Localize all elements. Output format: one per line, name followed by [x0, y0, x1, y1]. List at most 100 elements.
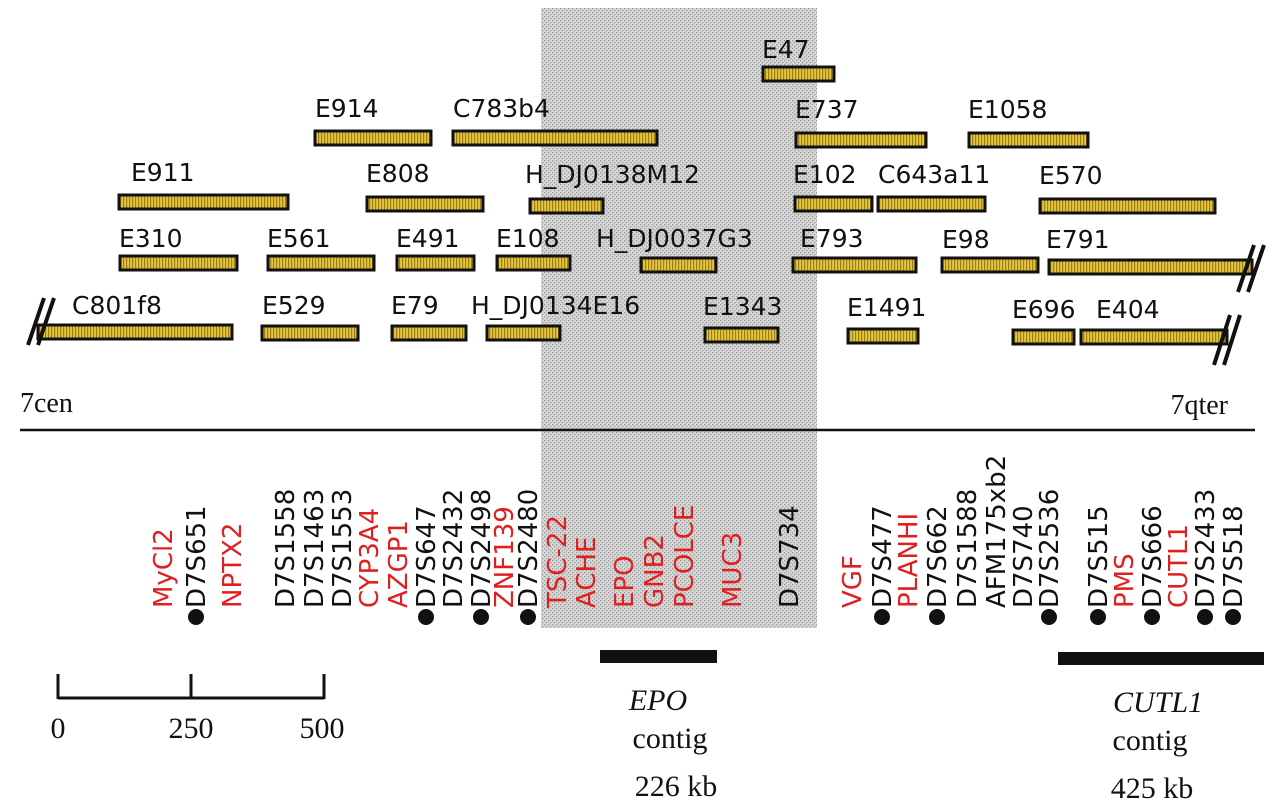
marker-label-vgf: VGF [838, 555, 868, 608]
clone-label: E47 [762, 35, 810, 64]
clone-label: E808 [366, 159, 430, 188]
marker-label-d7s2480: D7S2480 [514, 489, 544, 608]
clone-bar [260, 324, 360, 342]
highlight-region [541, 8, 817, 628]
clone-bar [118, 254, 239, 272]
marker-dot-d7s647 [418, 609, 434, 625]
clone-bar [395, 254, 476, 272]
clone-bar [940, 256, 1040, 274]
clone-bar [794, 131, 928, 149]
marker-label-nptx2: NPTX2 [218, 523, 248, 608]
scale-tick-0: 0 [51, 712, 66, 745]
clone-e561: E561 [266, 224, 376, 272]
marker-label-pms: PMS [1110, 553, 1140, 608]
clone-e911: E911 [117, 158, 290, 211]
clone-label: E1491 [847, 293, 926, 322]
clone-label: E737 [795, 95, 859, 124]
marker-dot-d7s662 [929, 609, 945, 625]
clone-bar [846, 327, 920, 345]
epo-contig-name: EPO [628, 684, 687, 717]
clone-label: E404 [1096, 295, 1160, 324]
clone-label: E529 [262, 291, 326, 320]
scale-tick-250: 250 [169, 712, 214, 745]
cen-label: 7cen [20, 388, 73, 419]
clone-e1491: E1491 [846, 293, 926, 345]
marker-label-d7s1588: D7S1588 [953, 489, 983, 608]
marker-dot-d7s2433 [1197, 609, 1213, 625]
clone-h-dj0134e16: H_DJ0134E16 [471, 291, 640, 342]
marker-label-znf139: ZNF139 [490, 506, 520, 608]
clone-h-dj0037g3: H_DJ0037G3 [596, 224, 753, 274]
clone-bar [761, 65, 836, 83]
marker-label-afm175xb2: AFM175xb2 [982, 455, 1012, 608]
clone-c801f8: C801f8 [36, 291, 234, 341]
clone-bar [495, 254, 572, 272]
clone-bar [639, 256, 718, 274]
clone-e108: E108 [495, 224, 572, 272]
clone-bar [703, 326, 780, 344]
marker-dot-d7s2498 [473, 609, 489, 625]
clone-c643a11: C643a11 [876, 160, 990, 213]
clone-e1343: E1343 [703, 292, 782, 344]
scale-bar [56, 674, 326, 700]
clone-e310: E310 [118, 224, 239, 272]
marker-dot-d7s2536 [1041, 609, 1057, 625]
scale-tick-500: 500 [300, 712, 345, 745]
marker-dot-d7s666 [1144, 609, 1160, 625]
marker-dot-d7s515 [1090, 609, 1106, 625]
clone-label: E1058 [968, 95, 1047, 124]
cutl1-contig-word: contig [1113, 724, 1188, 757]
marker-label-cutl1: CUTL1 [1164, 524, 1194, 608]
clone-e793: E793 [791, 224, 918, 274]
clone-bar [485, 324, 562, 342]
clone-bar [1038, 197, 1217, 215]
marker-label-d7s662: D7S662 [923, 505, 953, 608]
clone-label: E1343 [703, 292, 782, 321]
clone-bar [1047, 258, 1254, 276]
marker-label-pcolce: PCOLCE [670, 505, 700, 608]
clone-bar [791, 256, 918, 274]
clone-label: H_DJ0138M12 [525, 160, 700, 189]
qter-label: 7qter [1170, 390, 1228, 421]
marker-label-d7s666: D7S666 [1138, 505, 1168, 608]
clone-label: E791 [1046, 225, 1110, 254]
marker-dot-d7s477 [874, 609, 890, 625]
marker-label-ache: ACHE [572, 537, 602, 608]
clone-e102: E102 [793, 160, 874, 213]
marker-label-d7s740: D7S740 [1009, 505, 1039, 608]
clone-label: C801f8 [72, 291, 162, 320]
epo-contig-size: 226 kb [635, 770, 718, 803]
clone-e570: E570 [1038, 161, 1217, 215]
marker-label-d7s477: D7S477 [868, 505, 898, 608]
marker-label-cyp3a4: CYP3A4 [355, 508, 385, 608]
clone-bar [365, 195, 485, 213]
clone-h-dj0138m12: H_DJ0138M12 [525, 160, 700, 215]
clone-e529: E529 [260, 291, 360, 342]
marker-label-d7s518: D7S518 [1219, 505, 1249, 608]
clone-bar [36, 323, 234, 341]
marker-dot-d7s651 [188, 609, 204, 625]
clone-label: E793 [800, 224, 864, 253]
clone-bar [451, 129, 659, 147]
cutl1-contig-name: CUTL1 [1113, 686, 1203, 719]
cutl1-contig-size: 425 kb [1111, 772, 1194, 805]
clone-e404: E404 [1079, 295, 1229, 346]
clone-label: E98 [942, 225, 990, 254]
clone-e79: E79 [390, 291, 468, 342]
clone-c783b4: C783b4 [451, 94, 659, 147]
clone-label: C643a11 [878, 160, 990, 189]
clone-e808: E808 [365, 159, 485, 213]
marker-label-d7s1463: D7S1463 [300, 489, 330, 608]
clone-label: E911 [131, 158, 195, 187]
marker-label-d7s515: D7S515 [1084, 505, 1114, 608]
marker-label-d7s2433: D7S2433 [1191, 489, 1221, 608]
clone-e737: E737 [794, 95, 928, 149]
marker-label-d7s1553: D7S1553 [328, 489, 358, 608]
marker-label-d7s647: D7S647 [412, 505, 442, 608]
marker-label-d7s2536: D7S2536 [1035, 489, 1065, 608]
marker-label-d7s651: D7S651 [182, 505, 212, 608]
clone-label: E561 [267, 224, 331, 253]
clone-label: H_DJ0037G3 [596, 224, 753, 253]
